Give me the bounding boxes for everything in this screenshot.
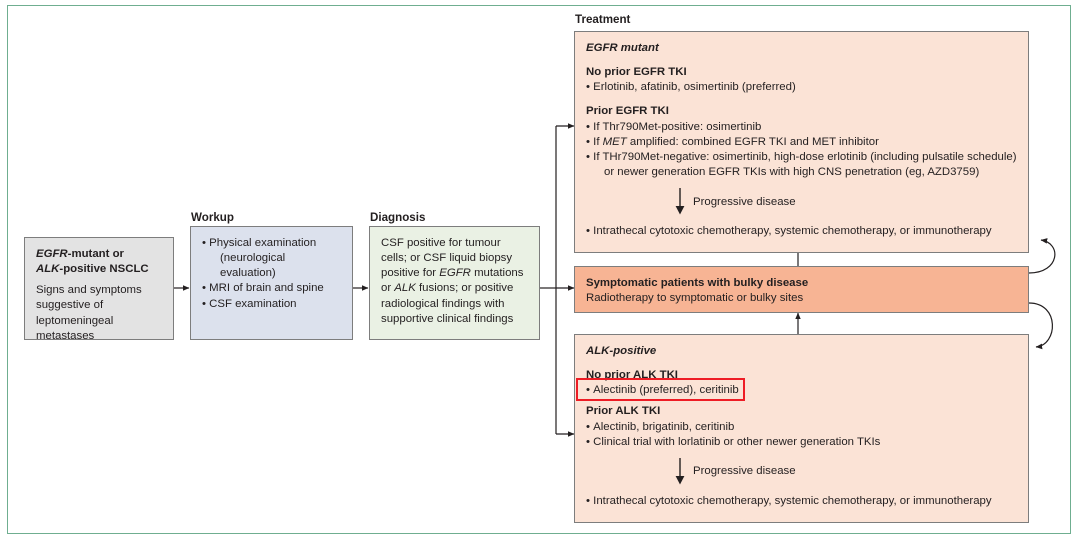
alk-section2-bullet-1: • Clinical trial with lorlatinib or othe…: [586, 435, 881, 448]
diagnosis-line-5: supportive clinical findings: [381, 312, 514, 325]
presentation-body-line2: suggestive of: [36, 299, 104, 312]
alk-progression-row: Progressive disease: [586, 457, 1017, 487]
diagnosis-line-0: CSF positive for tumour: [381, 237, 501, 249]
symptomatic-body: Radiotherapy to symptomatic or bulky sit…: [586, 292, 804, 305]
alk-section2-heading: Prior ALK TKI: [586, 405, 661, 418]
egfr-heading: EGFR mutant: [586, 42, 659, 54]
diagnosis-box: CSF positive for tumour cells; or CSF li…: [369, 226, 540, 340]
stage-label-diagnosis: Diagnosis: [370, 211, 426, 224]
diagnosis-line-4: radiological findings with: [381, 297, 505, 310]
presentation-box: EGFR-mutant or ALK-positive NSCLC Signs …: [24, 237, 174, 342]
diagnosis-line-3: or ALK fusions; or positive: [381, 282, 514, 295]
workup-item-2: • CSF examination: [202, 297, 297, 310]
workup-box: • Physical examination (neurological eva…: [190, 226, 353, 340]
egfr-progression-row: Progressive disease: [586, 187, 1017, 217]
egfr-section2-bullet-1: • If MET amplified: combined EGFR TKI an…: [586, 135, 879, 148]
alk-treatment-box: ALK-positive No prior ALK TKI • Alectini…: [574, 334, 1029, 523]
alk-section1-bullet-0: • Alectinib (preferred), ceritinib: [586, 384, 739, 397]
workup-item-0: • Physical examination: [202, 237, 317, 249]
down-arrow-icon: [675, 188, 685, 215]
alk-heading: ALK-positive: [586, 345, 657, 357]
alk-final-bullet: • Intrathecal cytotoxic chemotherapy, sy…: [586, 494, 992, 507]
egfr-treatment-box: EGFR mutant No prior EGFR TKI • Erlotini…: [574, 31, 1029, 253]
egfr-final-bullet: • Intrathecal cytotoxic chemotherapy, sy…: [586, 225, 992, 238]
presentation-body-line1: Signs and symptoms: [36, 284, 142, 297]
egfr-section2-bullet-0: • If Thr790Met-positive: osimertinib: [586, 120, 762, 133]
presentation-body-line3: leptomeningeal metastases: [36, 314, 114, 342]
egfr-progression-label: Progressive disease: [693, 195, 796, 208]
stage-label-workup: Workup: [191, 211, 234, 224]
egfr-section2-heading: Prior EGFR TKI: [586, 105, 669, 118]
egfr-section1-bullet-0: • Erlotinib, afatinib, osimertinib (pref…: [586, 81, 796, 94]
egfr-section2-bullet-2: • If THr790Met-negative: osimertinib, hi…: [586, 150, 1017, 180]
diagnosis-line-2: positive for EGFR mutations: [381, 267, 524, 280]
stage-label-treatment: Treatment: [575, 13, 631, 26]
alk-progression-label: Progressive disease: [693, 465, 796, 478]
workup-item-0-cont: (neurological evaluation): [220, 252, 286, 280]
presentation-title-line2: ALK-positive NSCLC: [36, 263, 149, 276]
alk-section1-heading: No prior ALK TKI: [586, 369, 678, 382]
egfr-section1-heading: No prior EGFR TKI: [586, 66, 687, 79]
presentation-title-line1: EGFR-mutant or: [36, 248, 124, 260]
arrow-symptomatic-to-egfr: [1028, 238, 1056, 274]
arrow-symptomatic-to-alk: [1028, 302, 1053, 350]
diagnosis-line-1: cells; or CSF liquid biopsy: [381, 252, 513, 265]
workup-item-1: • MRI of brain and spine: [202, 282, 324, 295]
alk-section2-bullet-0: • Alectinib, brigatinib, ceritinib: [586, 420, 735, 433]
symptomatic-box: Symptomatic patients with bulky disease …: [574, 266, 1029, 313]
down-arrow-icon: [675, 457, 685, 485]
egfr-section2-bullet-2-cont: or newer generation EGFR TKIs with high …: [604, 166, 980, 179]
symptomatic-heading: Symptomatic patients with bulky disease: [586, 277, 809, 289]
